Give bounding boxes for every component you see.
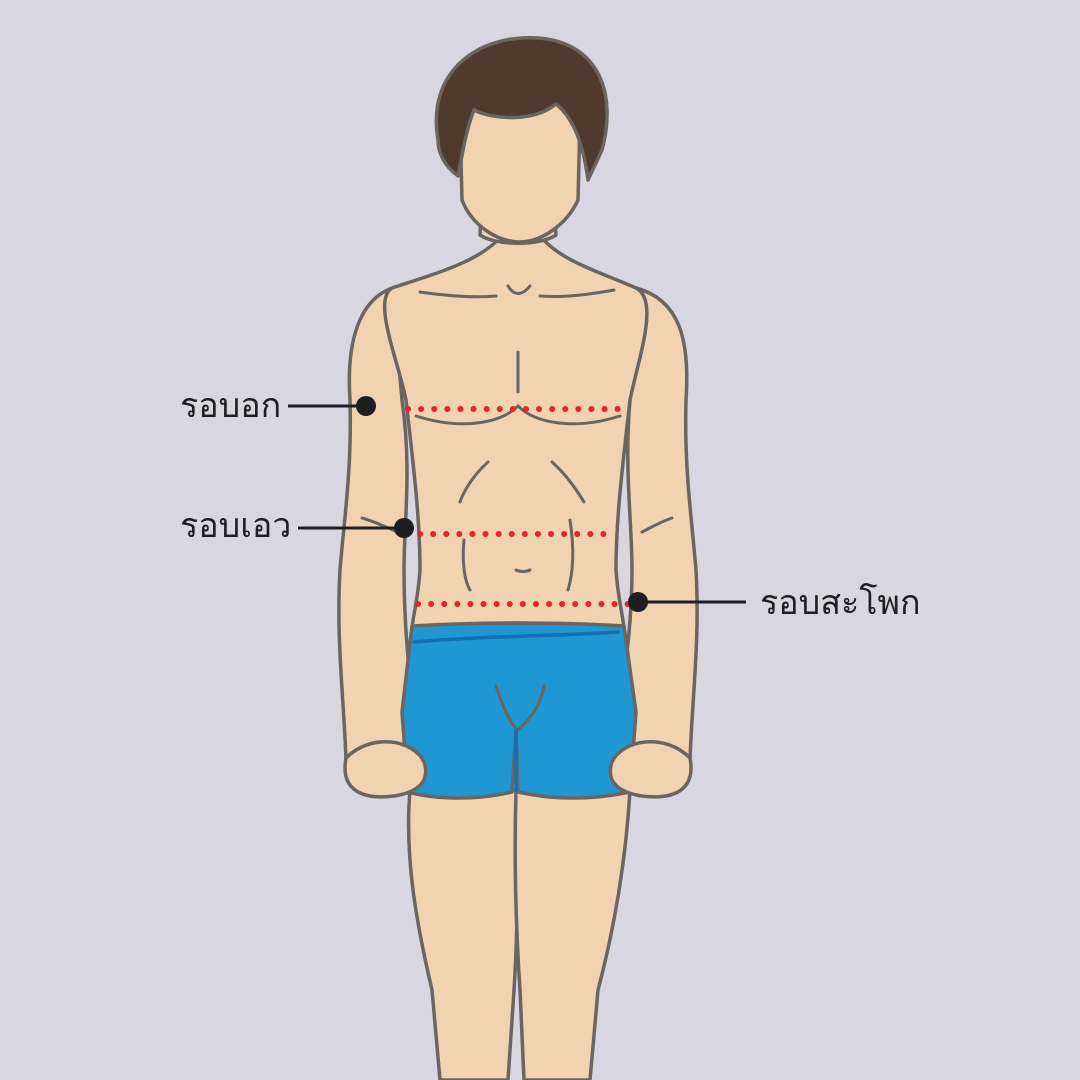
chest-label: รอบอก	[180, 386, 282, 426]
waist-marker	[394, 518, 414, 538]
hip-label: รอบสะโพก	[760, 583, 921, 623]
chest-marker	[356, 396, 376, 416]
left-leg	[406, 788, 520, 1080]
hair	[434, 36, 609, 182]
waist-label: รอบเอว	[180, 506, 292, 546]
measurement-lines	[405, 406, 631, 607]
callouts	[288, 396, 746, 612]
right-fist	[608, 739, 693, 799]
shorts	[400, 621, 638, 800]
right-leg	[513, 788, 632, 1080]
hip-marker	[628, 592, 648, 612]
left-fist	[343, 739, 428, 799]
torso	[382, 234, 649, 632]
